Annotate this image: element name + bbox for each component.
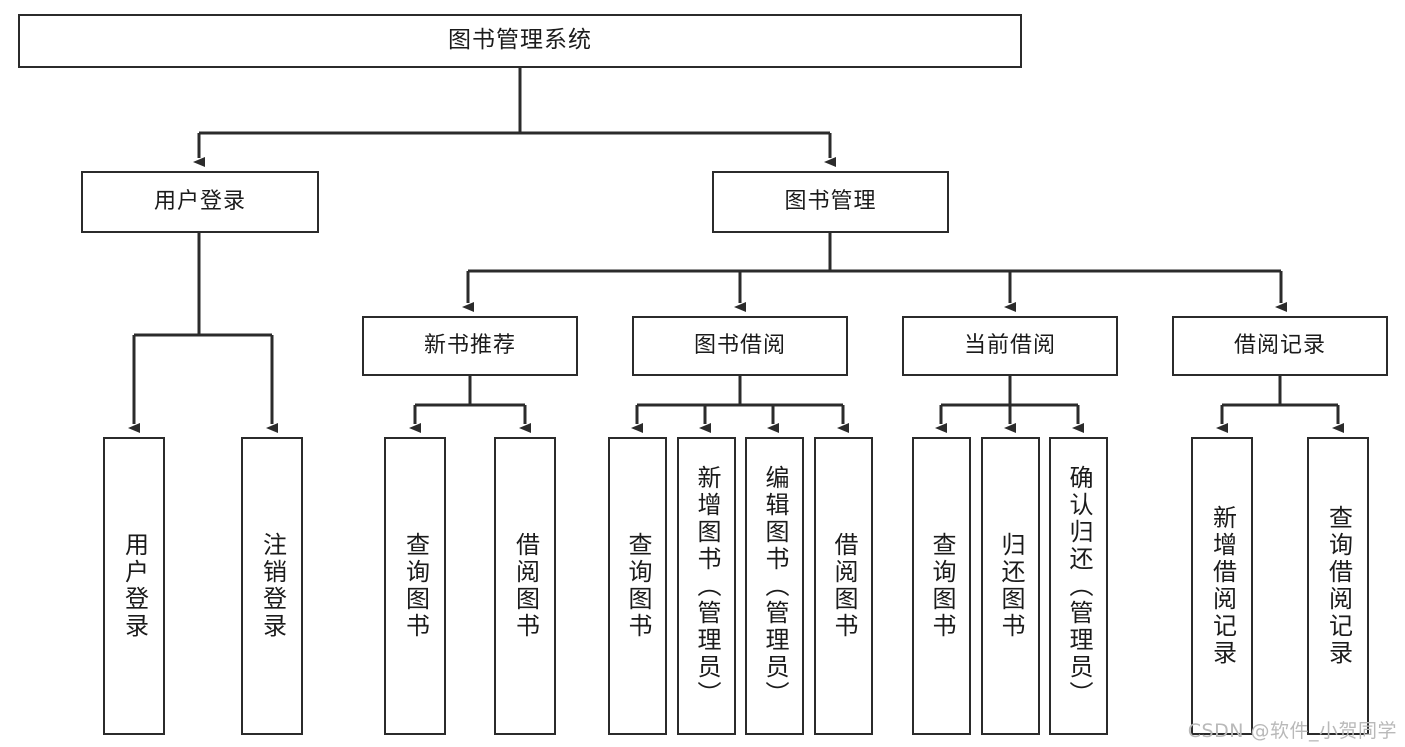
node-label: 查询图书: [927, 532, 956, 640]
leaf-borrow-query-book[interactable]: 查询图书: [608, 437, 667, 735]
node-label: 新增借阅记录: [1208, 505, 1237, 667]
leaf-user-logout[interactable]: 注销登录: [241, 437, 303, 735]
node-label: 确认归还（管理员）: [1064, 464, 1093, 708]
node-new-book-recommendation[interactable]: 新书推荐: [362, 316, 578, 376]
node-label: 图书管理系统: [448, 27, 592, 54]
leaf-current-query-book[interactable]: 查询图书: [912, 437, 971, 735]
leaf-borrow-edit-book-admin[interactable]: 编辑图书（管理员）: [745, 437, 804, 735]
leaf-borrow-borrow-book[interactable]: 借阅图书: [814, 437, 873, 735]
leaf-records-query-record[interactable]: 查询借阅记录: [1307, 437, 1369, 735]
leaf-records-add-record[interactable]: 新增借阅记录: [1191, 437, 1253, 735]
leaf-newbook-query-book[interactable]: 查询图书: [384, 437, 446, 735]
node-label: 新书推荐: [423, 333, 516, 359]
node-label: 注销登录: [258, 532, 287, 640]
node-current-borrow[interactable]: 当前借阅: [902, 316, 1118, 376]
node-label: 归还图书: [996, 532, 1025, 640]
node-user-login[interactable]: 用户登录: [81, 171, 319, 233]
node-label: 图书管理: [784, 189, 877, 215]
node-label: 借阅图书: [511, 532, 540, 640]
leaf-user-login[interactable]: 用户登录: [103, 437, 165, 735]
node-label: 用户登录: [153, 189, 246, 215]
node-label: 当前借阅: [963, 333, 1056, 359]
watermark-text: CSDN @软件_小贺同学: [1187, 720, 1397, 742]
node-label: 查询借阅记录: [1324, 505, 1353, 667]
node-book-borrow[interactable]: 图书借阅: [632, 316, 848, 376]
node-book-management[interactable]: 图书管理: [712, 171, 949, 233]
node-label: 图书借阅: [693, 333, 786, 359]
node-root-system[interactable]: 图书管理系统: [18, 14, 1022, 68]
node-label: 新增图书（管理员）: [692, 464, 721, 708]
node-label: 借阅记录: [1233, 333, 1326, 359]
node-label: 借阅图书: [829, 532, 858, 640]
leaf-current-return-book[interactable]: 归还图书: [981, 437, 1040, 735]
leaf-current-confirm-return-admin[interactable]: 确认归还（管理员）: [1049, 437, 1108, 735]
node-label: 编辑图书（管理员）: [760, 464, 789, 708]
leaf-newbook-borrow-book[interactable]: 借阅图书: [494, 437, 556, 735]
node-borrow-records[interactable]: 借阅记录: [1172, 316, 1388, 376]
node-label: 查询图书: [623, 532, 652, 640]
leaf-borrow-add-book-admin[interactable]: 新增图书（管理员）: [677, 437, 736, 735]
node-label: 查询图书: [401, 532, 430, 640]
node-label: 用户登录: [120, 532, 149, 640]
